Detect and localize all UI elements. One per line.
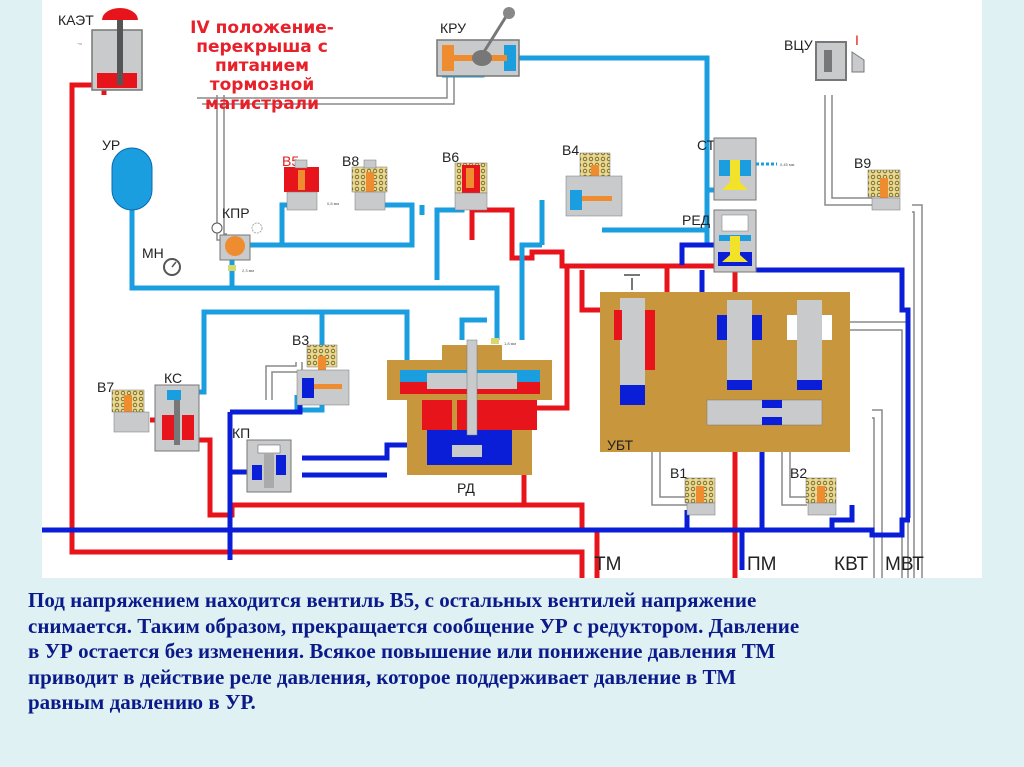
v9-solenoid-valve: В9: [854, 155, 901, 211]
ks-valve: КС: [154, 370, 200, 452]
svg-text:~o: ~o: [77, 41, 82, 46]
kpr-orifice: 2,3 мм: [242, 268, 254, 273]
kaet-handle-icon: [102, 8, 138, 20]
vcu-label: ВЦУ: [784, 37, 813, 53]
red-label: РЕД: [682, 212, 711, 228]
title-line: перекрыша с: [196, 37, 328, 57]
mn-gauge: МН: [142, 245, 181, 276]
st-stabilizer: СТ 0,45 мм: [697, 137, 795, 201]
caption-line: приводит в действие реле давления, котор…: [28, 664, 737, 689]
caption-line: снимается. Таким образом, прекращается с…: [28, 613, 800, 638]
st-orifice: 0,45 мм: [780, 162, 795, 167]
line-labels: ТМ ПМ КВТ МВТ: [594, 554, 924, 575]
pm-label: ПМ: [747, 554, 776, 575]
v3-solenoid-valve: В3: [292, 332, 350, 406]
v8-solenoid-valve: В8: [342, 153, 388, 211]
v7-label: В7: [97, 379, 114, 395]
v9-label: В9: [854, 155, 871, 171]
vcu-valve: ВЦУ I: [784, 32, 865, 81]
v1-solenoid-valve: В1: [670, 465, 716, 516]
vcu-position: I: [855, 32, 859, 48]
kru-valve: КРУ: [436, 7, 520, 77]
v6-label: В6: [442, 149, 459, 165]
title-line: IV положение-: [190, 18, 334, 38]
kvt-label: КВТ: [834, 554, 868, 575]
v7-solenoid-valve: В7: [97, 379, 150, 433]
rd-label: РД: [457, 480, 475, 496]
st-label: СТ: [697, 137, 716, 153]
ubt-block: УБТ: [600, 274, 850, 453]
title-line: питанием: [215, 56, 309, 76]
kru-handle-icon: [503, 7, 515, 19]
v4-label: В4: [562, 142, 579, 158]
v5-orifice: 0,8 мм: [327, 201, 339, 206]
mvt-label: МВТ: [885, 554, 924, 575]
kru-label: КРУ: [440, 20, 466, 36]
v4-solenoid-valve: В4: [562, 142, 623, 217]
caption-line: равным давлению в УР.: [28, 690, 256, 714]
ur-reservoir: УР: [102, 137, 153, 211]
kp-valve: КП: [232, 425, 292, 493]
v2-solenoid-valve: В2: [790, 465, 837, 516]
title-line: тормозной: [210, 75, 315, 95]
red-reducer: РЕД: [682, 209, 757, 273]
pneumatic-diagram: IV положение- перекрыша с питанием тормо…: [42, 0, 982, 578]
v8-label: В8: [342, 153, 359, 169]
v1-label: В1: [670, 465, 687, 481]
ks-label: КС: [164, 370, 182, 386]
ur-label: УР: [102, 137, 120, 153]
v3-label: В3: [292, 332, 309, 348]
kp-label: КП: [232, 425, 250, 441]
rd-pressure-relay: 1,8 мм РД: [387, 338, 552, 496]
v6-solenoid-valve: В6: [442, 149, 488, 211]
diagram-title: IV положение- перекрыша с питанием тормо…: [190, 18, 334, 114]
kaet-label: КАЭТ: [58, 12, 94, 28]
kpr-label: КПР: [222, 205, 250, 221]
caption-line: Под напряжением находится вентиль В5, с …: [28, 588, 757, 612]
ubt-label: УБТ: [607, 437, 633, 453]
mn-label: МН: [142, 245, 164, 261]
kpr-valve: КПР 2,3 мм: [211, 205, 263, 273]
caption-text: Под напряжением находится вентиль В5, с …: [28, 588, 988, 716]
title-line: магистрали: [205, 94, 319, 114]
caption-line: в УР остается без изменения. Всякое повы…: [28, 639, 776, 663]
v5-solenoid-valve: В5 0,8 мм: [282, 153, 339, 211]
rd-orifice: 1,8 мм: [504, 341, 516, 346]
tm-label: ТМ: [594, 554, 621, 575]
kaet-valve: КАЭТ ~o: [58, 8, 143, 91]
v2-label: В2: [790, 465, 807, 481]
